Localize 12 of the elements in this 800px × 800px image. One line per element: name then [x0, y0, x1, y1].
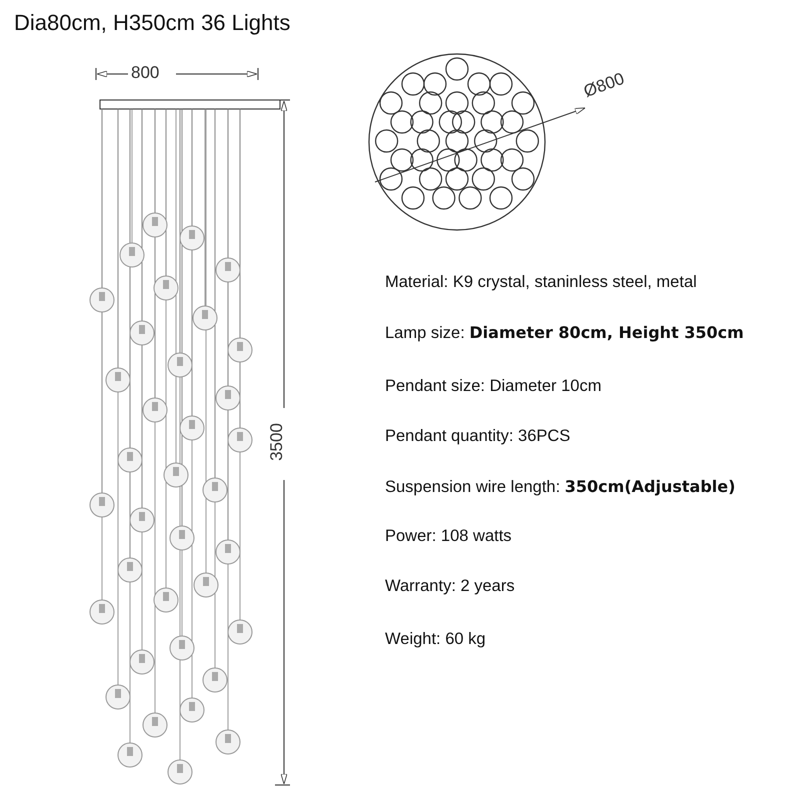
spec-text: Lamp size: Diameter 80cm, Height 350cm — [385, 323, 744, 343]
spec-text: Pendant quantity: 36PCS — [385, 427, 570, 446]
spec-text: Suspension wire length: 350cm(Adjustable) — [385, 477, 736, 497]
spec-text: Power: 108 watts — [385, 527, 512, 546]
dimension-label: 800 — [131, 63, 160, 83]
spec-text: Pendant size: Diameter 10cm — [385, 377, 602, 396]
spec-text: Warranty: 2 years — [385, 577, 515, 596]
title: Dia80cm, H350cm 36 Lights — [14, 10, 290, 36]
dimension-label: Ø800 — [581, 68, 628, 102]
dimension-label: 3500 — [266, 423, 287, 461]
spec-text: Material: K9 crystal, staninless steel, metal — [385, 273, 697, 292]
spec-text: Weight: 60 kg — [385, 630, 486, 649]
